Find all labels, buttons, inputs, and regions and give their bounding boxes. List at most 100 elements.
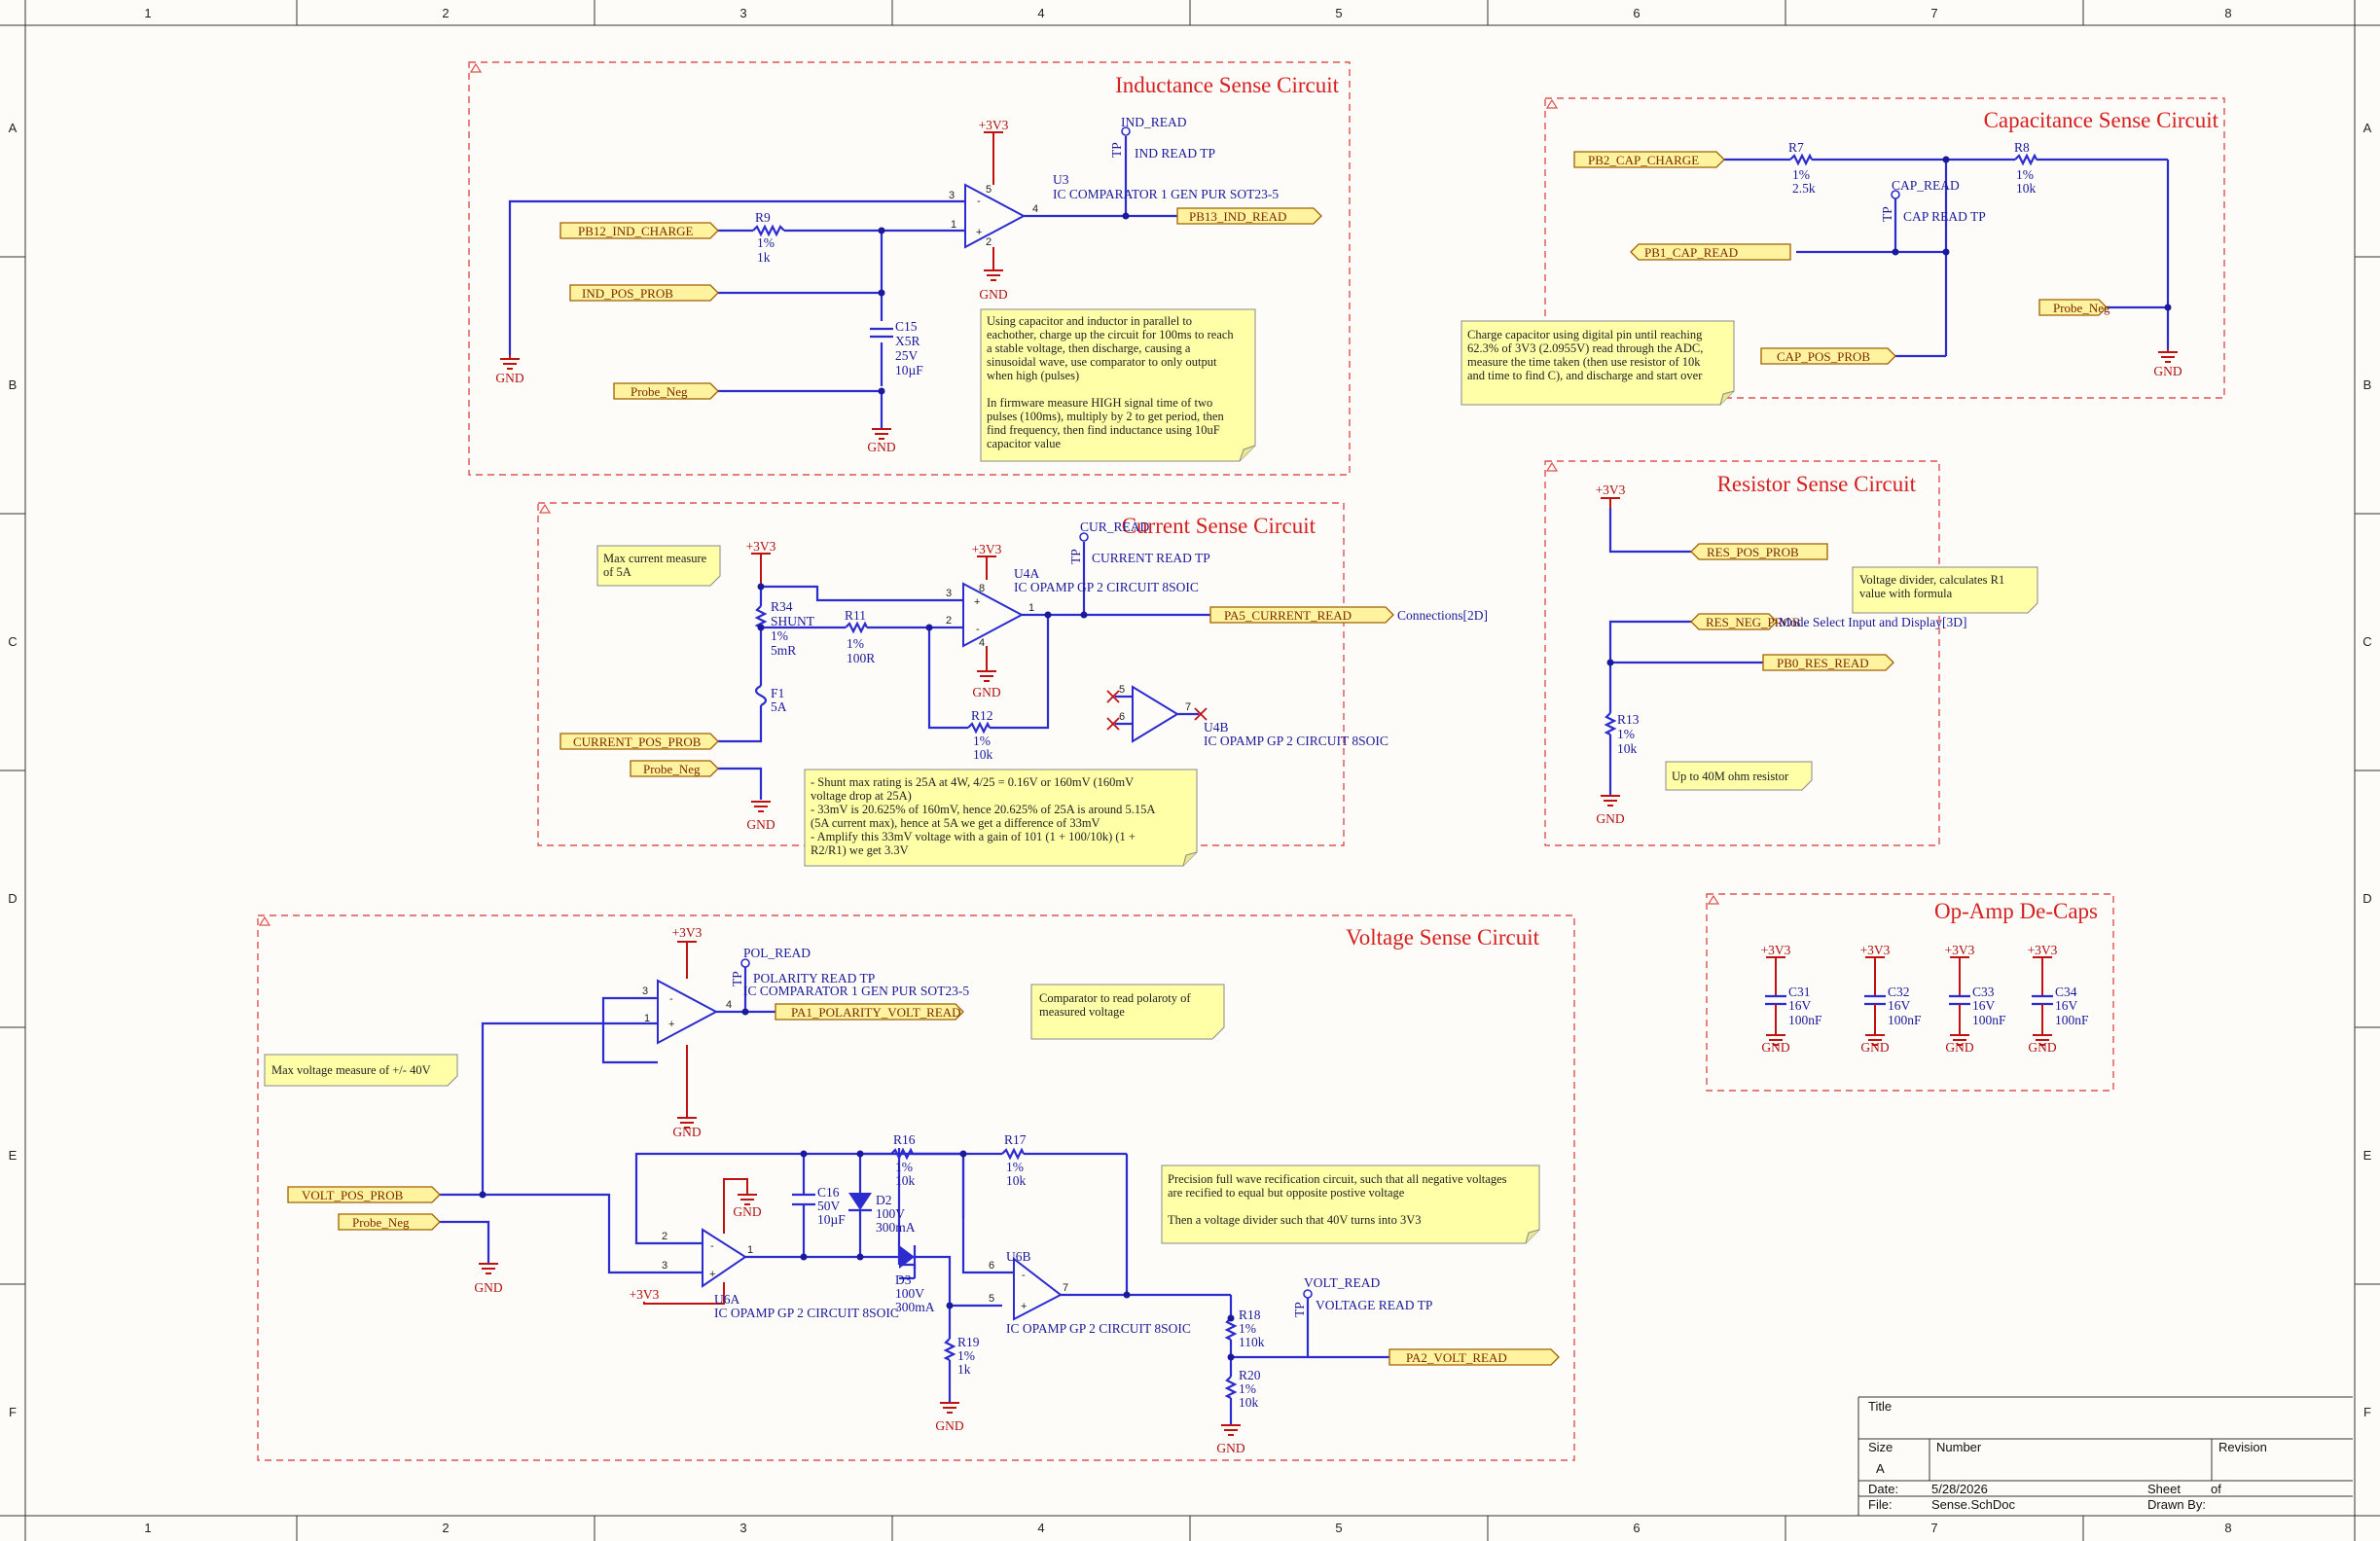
- port-probe-neg[interactable]: [613, 382, 719, 400]
- part-designator: F1: [771, 686, 784, 700]
- tp-label: TP: [730, 971, 744, 986]
- title-block-number: Number: [1936, 1440, 1982, 1454]
- part-value: 5mR: [771, 643, 796, 658]
- part-current: 300mA: [876, 1220, 916, 1235]
- decap-c32[interactable]: [1864, 956, 1886, 1046]
- gnd-label: GND: [1945, 1040, 1973, 1055]
- port-pa1-polarity-volt-read[interactable]: [775, 1003, 964, 1021]
- decap-c33[interactable]: [1949, 956, 1970, 1046]
- port-res-pos-prob[interactable]: [1690, 543, 1828, 560]
- pin-label: +: [974, 596, 980, 608]
- port-probe-neg[interactable]: [630, 760, 719, 777]
- resistor-r34-shunt-symbol[interactable]: [754, 605, 768, 628]
- port-pb12-ind-charge[interactable]: [559, 222, 719, 239]
- u6b-opamp-symbol[interactable]: [1013, 1256, 1063, 1321]
- u6a-opamp-symbol[interactable]: [702, 1228, 747, 1288]
- resistor-r20-symbol[interactable]: [1224, 1376, 1238, 1399]
- resistor-r18-symbol[interactable]: [1224, 1317, 1238, 1341]
- u4b-opamp-symbol[interactable]: [1132, 685, 1179, 743]
- part-designator: U6A: [714, 1292, 739, 1307]
- svg-text:R2/R1) we get 3.3V: R2/R1) we get 3.3V: [811, 843, 909, 857]
- resistor-r11-symbol[interactable]: [845, 621, 868, 634]
- resistor-r7-symbol[interactable]: [1789, 153, 1813, 166]
- part-value: 5A: [771, 699, 787, 714]
- part-designator: U4A: [1014, 566, 1039, 581]
- section-title: Current Sense Circuit: [1122, 514, 1316, 538]
- part-value: 1k: [757, 250, 771, 265]
- part-designator: R13: [1617, 712, 1640, 727]
- part-voltage: 16V: [2055, 998, 2078, 1013]
- port-probe-neg[interactable]: [338, 1213, 441, 1231]
- u3-comparator-symbol[interactable]: [964, 183, 1027, 249]
- resistor-r13-symbol[interactable]: [1604, 712, 1617, 735]
- row-label: C: [8, 634, 17, 649]
- off-sheet-connection[interactable]: Connections[2D]: [1397, 608, 1488, 623]
- gnd-label: GND: [1860, 1040, 1889, 1055]
- resistor-r19-symbol[interactable]: [943, 1338, 956, 1361]
- part-tolerance: 1%: [1239, 1321, 1256, 1336]
- part-tolerance: 1%: [1006, 1160, 1024, 1174]
- part-designator: R34: [771, 599, 793, 614]
- pin-label: -: [710, 1240, 714, 1252]
- port-res-neg-prob[interactable]: [1690, 613, 1778, 630]
- test-point-icon[interactable]: [1891, 190, 1900, 199]
- col-label: 1: [144, 6, 151, 20]
- diode-d2-symbol[interactable]: [848, 1193, 872, 1210]
- resistor-r16-symbol[interactable]: [890, 1147, 914, 1161]
- port-pb2-cap-charge[interactable]: [1573, 151, 1725, 168]
- svg-text:In firmware measure HIGH signa: In firmware measure HIGH signal time of …: [987, 396, 1212, 410]
- off-sheet-connection[interactable]: Mode Select Input and Display[3D]: [1779, 615, 1966, 629]
- u4a-opamp-symbol[interactable]: [962, 582, 1025, 648]
- part-designator: C15: [895, 319, 918, 334]
- test-point-icon[interactable]: [740, 958, 750, 968]
- gnd-label: GND: [1596, 811, 1624, 826]
- pin-number: 7: [1063, 1282, 1068, 1294]
- svg-text:voltage drop at 25A): voltage drop at 25A): [811, 789, 912, 803]
- port-probe-neg[interactable]: [2038, 299, 2108, 316]
- port-pa2-volt-read[interactable]: [1388, 1348, 1560, 1366]
- decap-c34[interactable]: [2032, 956, 2053, 1046]
- port-current-pos-prob[interactable]: [559, 733, 719, 750]
- col-label: 2: [442, 6, 449, 20]
- port-pb1-cap-read[interactable]: [1630, 243, 1791, 261]
- test-point-icon[interactable]: [1303, 1289, 1313, 1299]
- port-label: PB0_RES_READ: [1777, 656, 1869, 670]
- title-block-date-value: 5/28/2026: [1931, 1482, 1988, 1496]
- gnd-label: GND: [2153, 364, 2182, 378]
- part-value: 10k: [1239, 1395, 1259, 1410]
- resistor-r9-symbol[interactable]: [752, 224, 785, 237]
- title-block-file-value: Sense.SchDoc: [1931, 1497, 2015, 1512]
- part-designator: U4B: [1204, 720, 1229, 735]
- decap-c31[interactable]: [1765, 956, 1786, 1046]
- part-description: IC OPAMP GP 2 CIRCUIT 8SOIC: [1204, 734, 1388, 748]
- part-value: 100nF: [1888, 1013, 1922, 1027]
- port-pa5-current-read[interactable]: [1209, 606, 1394, 624]
- port-cap-pos-prob[interactable]: [1760, 347, 1896, 365]
- port-label: RES_NEG_PROB: [1706, 615, 1801, 629]
- current-section-box: [537, 502, 1345, 846]
- part-value: 10k: [1006, 1173, 1027, 1188]
- resistor-r17-symbol[interactable]: [1001, 1147, 1025, 1161]
- test-point-icon[interactable]: [1079, 532, 1089, 542]
- port-volt-pos-prob[interactable]: [287, 1186, 441, 1203]
- port-pb0-res-read[interactable]: [1762, 654, 1894, 671]
- part-description: IC OPAMP GP 2 CIRCUIT 8SOIC: [714, 1306, 899, 1320]
- resistor-r8-symbol[interactable]: [2014, 153, 2037, 166]
- pin-number: 1: [951, 219, 956, 231]
- svg-text:pulses (100ms), multiply by 2: pulses (100ms), multiply by 2 to get per…: [987, 410, 1224, 423]
- test-point-icon[interactable]: [1121, 126, 1131, 136]
- diode-d3-symbol[interactable]: [899, 1245, 915, 1269]
- power-label: +3V3: [1860, 943, 1891, 957]
- port-label: VOLT_POS_PROB: [302, 1188, 404, 1202]
- fuse-f1-symbol[interactable]: [754, 685, 768, 706]
- svg-text:Precision full wave recificati: Precision full wave recification circuit…: [1168, 1172, 1507, 1186]
- resistor-r12-symbol[interactable]: [967, 721, 991, 735]
- port-pb13-ind-read[interactable]: [1176, 207, 1322, 225]
- net-label: CAP_READ: [1892, 178, 1960, 193]
- port-ind-pos-prob[interactable]: [569, 284, 719, 302]
- part-value: 100nF: [1788, 1013, 1822, 1027]
- gnd-label: GND: [979, 287, 1007, 302]
- col-label: 5: [1335, 6, 1342, 20]
- polarity-comparator-symbol[interactable]: [657, 979, 719, 1045]
